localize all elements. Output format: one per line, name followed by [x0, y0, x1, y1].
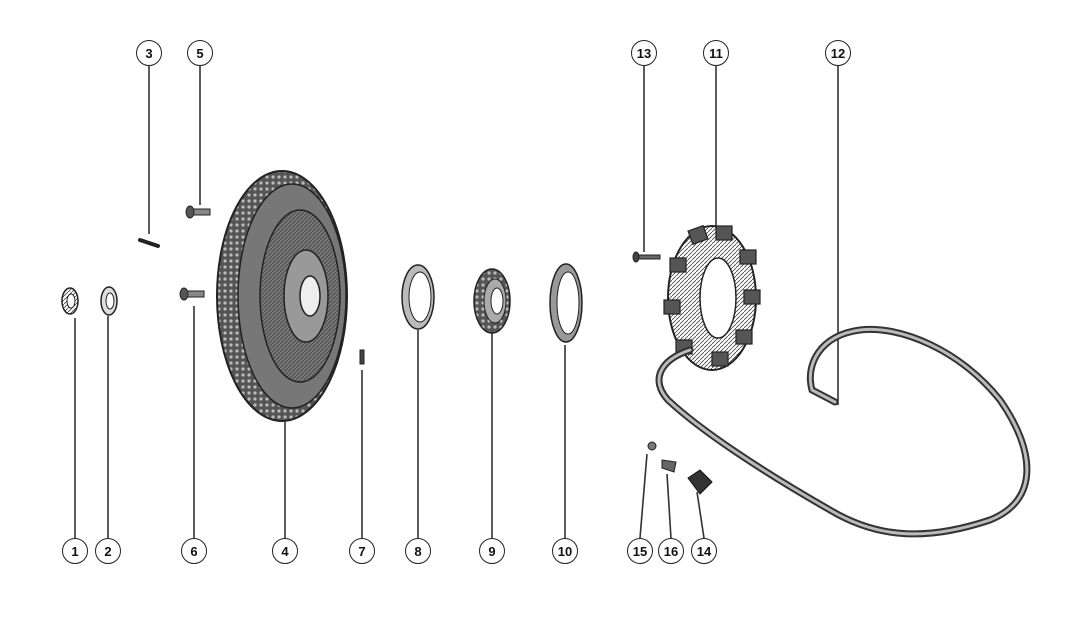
callout-10: 10 [552, 538, 578, 564]
callout-5: 5 [187, 40, 213, 66]
part-clamp [687, 469, 713, 495]
callout-1: 1 [62, 538, 88, 564]
callout-13: 13 [631, 40, 657, 66]
part-washer [100, 286, 118, 316]
part-flywheel [216, 170, 348, 422]
callout-16: 16 [658, 538, 684, 564]
part-spacer-washer [549, 263, 583, 343]
part-bearing [473, 268, 511, 334]
callout-7: 7 [349, 538, 375, 564]
callout-15: 15 [627, 538, 653, 564]
callout-4: 4 [272, 538, 298, 564]
part-stator-screw [632, 251, 661, 263]
part-thrust-washer [401, 264, 435, 330]
part-wire-harness [655, 325, 1031, 538]
callout-9: 9 [479, 538, 505, 564]
part-key [359, 349, 365, 365]
callout-12: 12 [825, 40, 851, 66]
part-small-screw [647, 441, 657, 451]
part-screw-upper [185, 205, 211, 219]
callout-14: 14 [691, 538, 717, 564]
callout-2: 2 [95, 538, 121, 564]
part-lock-washer [661, 459, 677, 473]
callout-8: 8 [405, 538, 431, 564]
callout-11: 11 [703, 40, 729, 66]
part-pin [138, 238, 160, 248]
callout-6: 6 [181, 538, 207, 564]
part-nut [61, 287, 79, 315]
part-stator [663, 224, 761, 371]
callout-3: 3 [136, 40, 162, 66]
leader-lines [74, 66, 839, 539]
part-screw-lower [179, 287, 205, 301]
